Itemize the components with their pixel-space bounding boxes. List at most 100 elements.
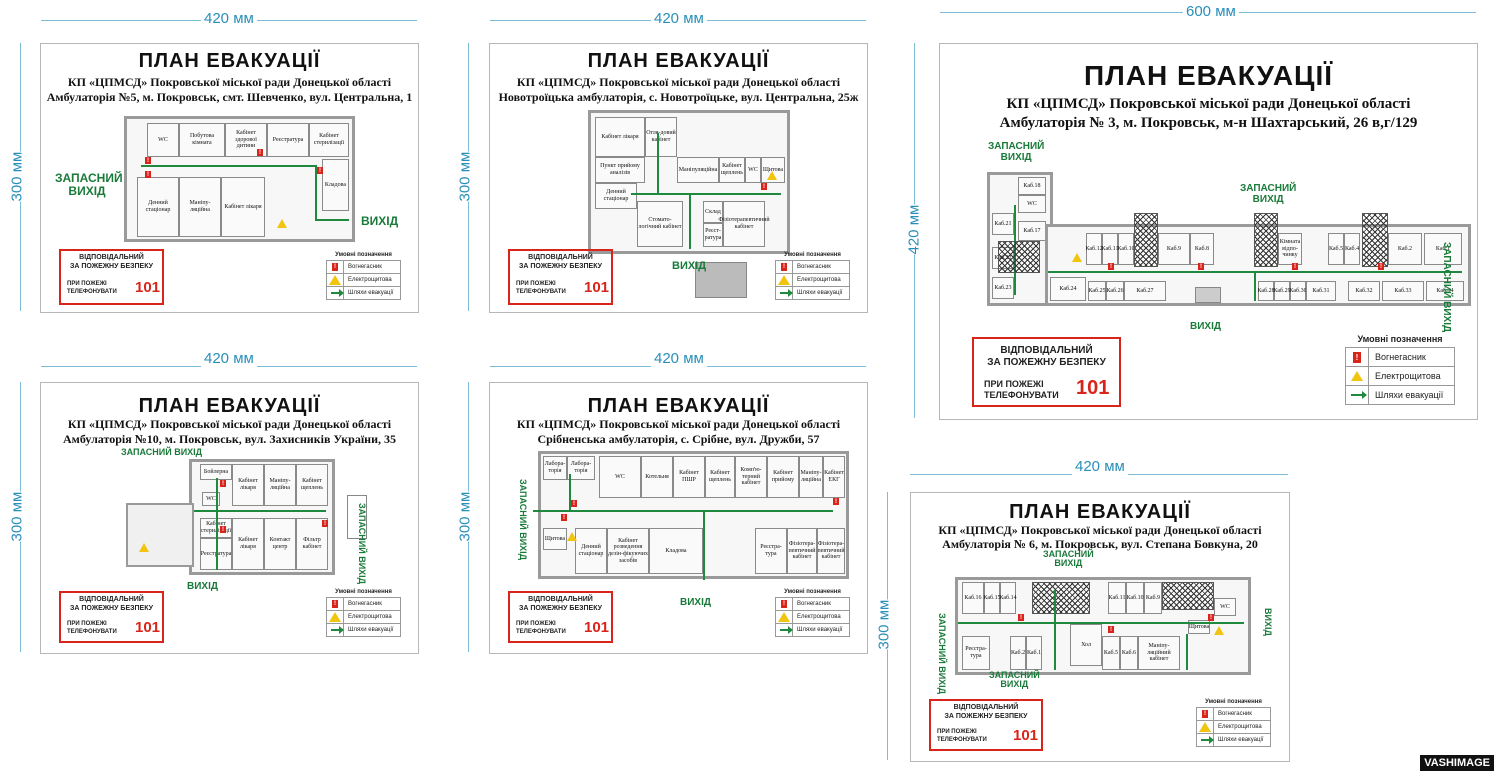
spare-exit-label: ЗАПАСНИЙ ВИХІД	[55, 171, 123, 198]
room: Каб.5	[1102, 636, 1120, 670]
room: Каб.34	[1426, 281, 1464, 301]
responsible-box: ВІДПОВІДАЛЬНИЙ ЗА ПОЖЕЖНУ БЕЗПЕКУ ПРИ ПО…	[508, 249, 613, 305]
room: Хол	[1070, 624, 1102, 666]
fire-extinguisher-icon: !	[781, 263, 787, 271]
hatched-area	[1362, 213, 1388, 267]
legend: Умовні позначення !Вогнегасник Електрощи…	[326, 589, 401, 637]
room: Каб.29	[1273, 281, 1291, 301]
arrow-icon	[779, 626, 793, 634]
room: WC	[599, 456, 641, 498]
evacuation-route	[141, 165, 317, 167]
spare-exit-label: ЗАПАСНИЙ ВИХІД	[121, 447, 203, 457]
fire-extinguisher-icon: !	[1353, 351, 1361, 363]
floor-plan: Каб.16 Каб.15 Каб.14 Каб.11 Каб.10 Каб.9…	[955, 577, 1251, 675]
width-dimension: 420 мм	[1072, 458, 1128, 475]
room: Кімната відпо-чинку	[1278, 233, 1302, 265]
responsible-box: ВІДПОВІДАЛЬНИЙ ЗА ПОЖЕЖНУ БЕЗПЕКУ ПРИ ПО…	[972, 337, 1121, 407]
floor-plan: Лабора-торія Лабора-торія WC Котельня Ка…	[533, 451, 849, 580]
room: Каб.11	[1108, 582, 1126, 614]
evacuation-plan-card-4: ПЛАН ЕВАКУАЦІЇ КП «ЦПМСД» Покровської мі…	[40, 382, 419, 654]
responsible-box: ВІДПОВІДАЛЬНИЙ ЗА ПОЖЕЖНУ БЕЗПЕКУ ПРИ ПО…	[59, 591, 164, 643]
fire-extinguisher-icon: !	[322, 520, 328, 527]
evacuation-route	[958, 622, 1244, 624]
spare-exit-label: ЗАПАСНИЙ ВИХІД	[989, 670, 1040, 690]
room: Реєстра-тура	[962, 636, 990, 670]
fire-extinguisher-icon: !	[1018, 614, 1024, 621]
spare-exit-label: ЗАПАСНИЙ ВИХІД	[937, 613, 947, 695]
room: Маніпуляційна	[677, 157, 719, 183]
hatched-area	[1134, 213, 1158, 267]
spare-exit-label: ЗАПАСНИЙ ВИХІД	[988, 141, 1045, 163]
evacuation-route	[533, 510, 833, 512]
width-dimension: 420 мм	[201, 10, 257, 27]
stairs	[347, 495, 367, 539]
room: WC	[202, 492, 220, 506]
room: Маніпу-ляційний кабінет	[1138, 636, 1180, 670]
responsible-box: ВІДПОВІДАЛЬНИЙ ЗА ПОЖЕЖНУ БЕЗПЕКУ ПРИ ПО…	[929, 699, 1043, 751]
fire-extinguisher-icon: !	[1208, 614, 1214, 621]
fire-extinguisher-icon: !	[220, 526, 226, 533]
fire-extinguisher-icon: !	[1198, 263, 1204, 270]
electrical-panel-icon	[329, 275, 341, 285]
room: WC	[1018, 195, 1046, 213]
width-dimension: 600 мм	[1183, 3, 1239, 20]
evacuation-route	[216, 510, 218, 570]
evacuation-route	[657, 133, 659, 193]
room: Каб.18	[1018, 177, 1046, 195]
room: WC	[745, 157, 761, 183]
electrical-panel-icon	[139, 543, 149, 552]
exit-label: ВИХІД	[187, 581, 218, 592]
room: Кабінет щеплень	[719, 157, 745, 183]
fire-extinguisher-icon: !	[220, 480, 226, 487]
room: Кабінет щеплень	[705, 456, 735, 498]
room: Кабінет лікаря	[232, 518, 264, 570]
evacuation-route	[216, 478, 218, 510]
room: Кабінет прийому	[767, 456, 799, 498]
room: Маніпу-ляційна	[264, 464, 296, 506]
room: Каб.10	[1117, 233, 1135, 265]
room: Кабінет лікаря	[221, 177, 265, 237]
plan-organization: КП «ЦПМСД» Покровської міської ради Доне…	[1006, 96, 1411, 112]
spare-exit-label: ЗАПАСНИЙ ВИХІД	[357, 503, 367, 585]
electrical-panel-icon	[1199, 722, 1211, 732]
legend: Умовні позначення !Вогнегасник Електрощи…	[326, 252, 401, 300]
room: Каб.32	[1348, 281, 1380, 301]
evacuation-plan-card-1: ПЛАН ЕВАКУАЦІЇ КП «ЦПМСД» Покровської мі…	[40, 43, 419, 313]
fire-extinguisher-icon: !	[317, 167, 323, 174]
electrical-panel-icon	[778, 275, 790, 285]
electrical-panel-icon	[567, 532, 577, 541]
room: Каб.14	[999, 582, 1017, 614]
evacuation-plan-card-6: ПЛАН ЕВАКУАЦІЇ КП «ЦПМСД» Покровської мі…	[910, 492, 1290, 762]
room: WC	[1214, 598, 1236, 616]
width-dimension: 420 мм	[651, 10, 707, 27]
room: Денний стаціонар	[575, 528, 607, 574]
exit-label: ВИХІД	[1190, 321, 1221, 332]
height-dimension: 300 мм	[875, 599, 893, 650]
electrical-panel-icon	[1351, 371, 1363, 381]
fire-extinguisher-icon: !	[1108, 626, 1114, 633]
responsible-box: ВІДПОВІДАЛЬНИЙ ЗА ПОЖЕЖНУ БЕЗПЕКУ ПРИ ПО…	[59, 249, 164, 305]
spare-exit-label: ЗАПАСНИЙ ВИХІД	[1240, 183, 1297, 205]
entrance-steps	[1195, 287, 1221, 303]
annex	[126, 503, 194, 567]
plan-address: Амбулаторія №5, м. Покровськ, смт. Шевче…	[46, 90, 413, 104]
room: Кабінет стерилізації	[309, 123, 349, 157]
room: Комп'ю-терний кабінет	[735, 456, 767, 498]
room: Реєстра-тура	[755, 528, 787, 574]
room: Каб.15	[983, 582, 1001, 614]
room: Побутова кімната	[179, 123, 225, 157]
room: Лабора-торія	[567, 456, 595, 480]
plan-address: Амбулаторія № 6, м. Покровськ, вул. Степ…	[942, 537, 1258, 551]
room: Реєст-ратура	[703, 223, 723, 247]
fire-extinguisher-icon: !	[257, 149, 263, 156]
evacuation-route	[569, 474, 571, 510]
height-dimension: 300 мм	[456, 491, 474, 542]
legend: Умовні позначення !Вогнегасник Електрощи…	[775, 252, 850, 300]
room: Каб.10	[1126, 582, 1144, 614]
evacuation-route	[1054, 590, 1056, 670]
room: Каб.24	[1050, 277, 1086, 301]
plan-organization: КП «ЦПМСД» Покровської міської ради Доне…	[516, 417, 841, 431]
phone-number: 101	[584, 619, 610, 636]
room: Кабінет здорової дитини	[225, 123, 267, 157]
height-dimension: 300 мм	[456, 151, 474, 202]
